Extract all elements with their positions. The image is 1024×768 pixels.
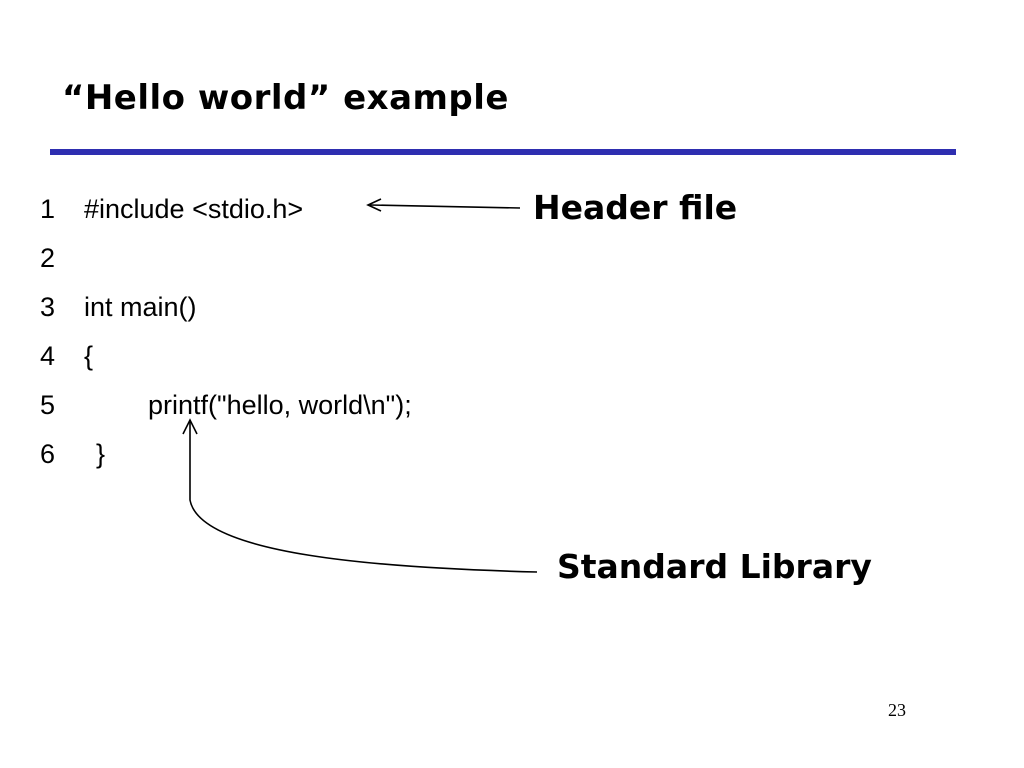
line-number: 1 [40, 194, 56, 224]
line-number: 5 [40, 390, 56, 420]
slide-title: “Hello world” example [62, 78, 509, 118]
header-file-label: Header file [533, 188, 738, 227]
page-number: 23 [888, 700, 906, 720]
title-divider [50, 149, 956, 155]
line-number: 2 [40, 243, 56, 273]
standard-library-label: Standard Library [557, 547, 872, 586]
header-file-arrow [366, 198, 521, 212]
code-text: #include <stdio.h> [84, 194, 304, 224]
code-text: } [96, 439, 106, 469]
code-text: printf("hello, world\n"); [148, 390, 412, 420]
code-text: { [84, 341, 94, 371]
standard-library-arrow [182, 418, 538, 573]
code-text: int main() [84, 292, 197, 322]
line-number: 4 [40, 341, 56, 371]
line-number: 6 [40, 439, 56, 469]
line-number: 3 [40, 292, 56, 322]
